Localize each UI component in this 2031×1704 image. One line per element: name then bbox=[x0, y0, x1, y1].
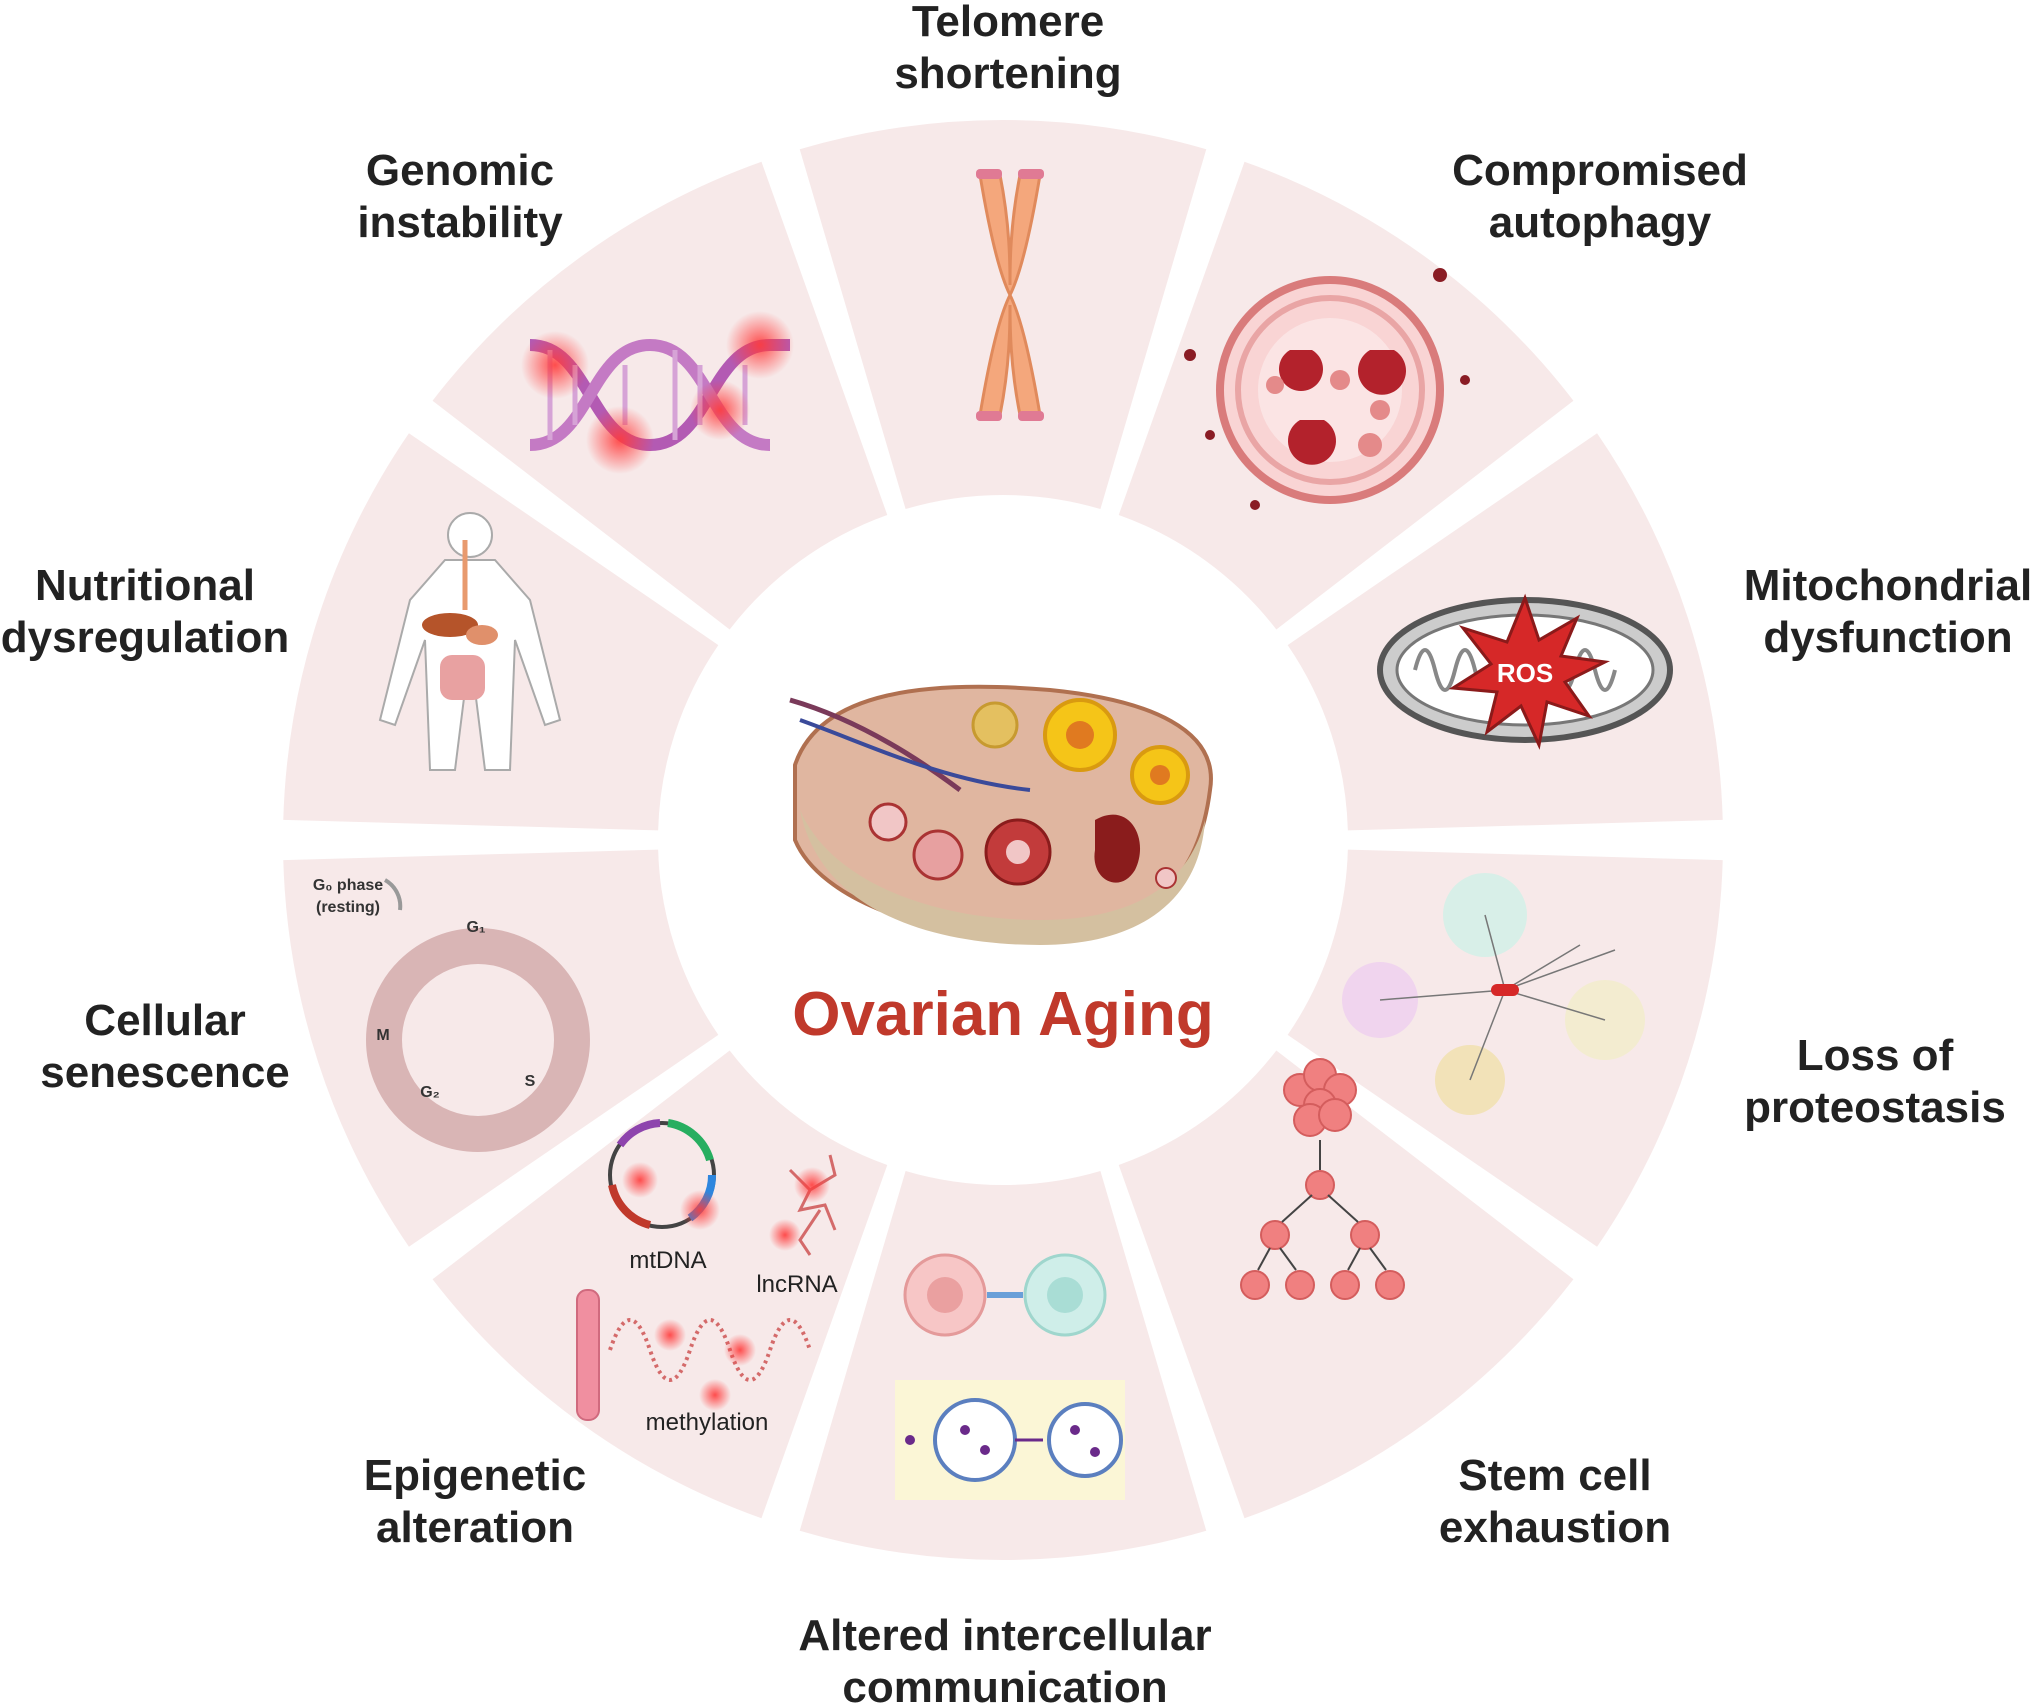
resting-label: (resting) bbox=[316, 899, 380, 916]
hallmark-label-line1: Mitochondrial bbox=[1744, 561, 2031, 610]
dna-helix-icon bbox=[521, 311, 794, 474]
hallmark-label-line1: Telomere bbox=[912, 0, 1104, 46]
ros-label: ROS bbox=[1497, 658, 1553, 688]
hallmark-label-line1: Altered intercellular bbox=[798, 1611, 1211, 1660]
g0-phase-label: G₀ phase bbox=[313, 877, 383, 894]
hallmark-label-line1: Compromised bbox=[1452, 146, 1748, 195]
hallmark-label-line2: dysfunction bbox=[1763, 613, 2012, 662]
hallmark-label-line1: Loss of bbox=[1797, 1031, 1954, 1080]
stem-cell-lineage-icon bbox=[1240, 1058, 1405, 1300]
s-label: S bbox=[525, 1073, 536, 1090]
cell-cycle-icon: G₀ phase (resting) G₁ M S G₂ bbox=[313, 877, 590, 1152]
hallmark-label-line2: dysregulation bbox=[1, 613, 290, 662]
g1-label: G₁ bbox=[466, 919, 485, 936]
hallmark-label-line2: senescence bbox=[40, 1048, 290, 1097]
lncrna-label: lncRNA bbox=[756, 1271, 837, 1298]
autophagosome-icon bbox=[1184, 268, 1470, 510]
epigenetic-icon: mtDNA lncRNA methylation bbox=[576, 1119, 838, 1436]
hallmark-label-line2: shortening bbox=[894, 49, 1121, 98]
mitochondrion-icon: ROS bbox=[1377, 593, 1673, 750]
hallmark-label-line2: proteostasis bbox=[1744, 1083, 2006, 1132]
hallmark-label-line2: autophagy bbox=[1489, 198, 1712, 247]
hallmark-label-line2: communication bbox=[842, 1663, 1167, 1704]
ring-segment-genomic bbox=[432, 161, 888, 630]
chromosome-icon bbox=[976, 169, 1044, 421]
hallmark-label-line1: Epigenetic bbox=[364, 1451, 587, 1500]
ring-segment-epi bbox=[432, 1050, 888, 1519]
protein-network-icon bbox=[1342, 873, 1645, 1115]
ovary-illustration bbox=[789, 684, 1213, 945]
g2-label: G₂ bbox=[420, 1084, 440, 1101]
methylation-label: methylation bbox=[646, 1409, 769, 1436]
hallmark-label-line1: Cellular bbox=[84, 996, 245, 1045]
hallmark-label-line1: Nutritional bbox=[35, 561, 255, 610]
ring-segment-senescence bbox=[283, 849, 719, 1247]
hallmark-label-line2: alteration bbox=[376, 1503, 574, 1552]
hallmark-label-line2: instability bbox=[357, 198, 563, 247]
m-label: M bbox=[376, 1027, 389, 1044]
hallmark-label-line1: Genomic bbox=[366, 146, 554, 195]
mtdna-label: mtDNA bbox=[629, 1247, 706, 1274]
digestive-system-icon bbox=[378, 512, 562, 771]
hallmark-label-line2: exhaustion bbox=[1439, 1503, 1671, 1552]
hallmark-label-line1: Stem cell bbox=[1458, 1451, 1651, 1500]
center-title: Ovarian Aging bbox=[792, 980, 1213, 1049]
intercellular-communication-icon bbox=[895, 1253, 1125, 1500]
ring-segment-proteo bbox=[1287, 849, 1723, 1247]
